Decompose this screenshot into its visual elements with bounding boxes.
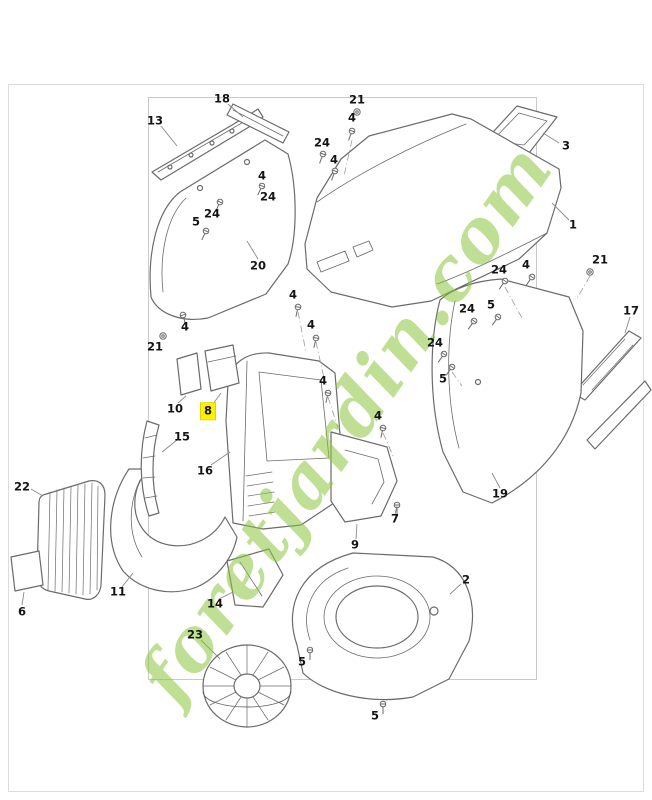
part-label-15: 15 — [173, 429, 191, 444]
part-label-4: 4 — [318, 373, 328, 388]
part-label-24: 24 — [203, 206, 221, 221]
part-label-6: 6 — [17, 604, 27, 619]
part-label-24: 24 — [458, 301, 476, 316]
part-8-pad — [204, 344, 240, 392]
part-15-trim-strip — [140, 420, 160, 517]
part-label-4: 4 — [347, 110, 357, 125]
part-label-22: 22 — [13, 479, 31, 494]
part-label-21: 21 — [348, 92, 366, 107]
part-label-7: 7 — [390, 511, 400, 526]
part-label-14: 14 — [206, 596, 224, 611]
part-9-bracket — [330, 431, 398, 523]
part-label-3: 3 — [561, 138, 571, 153]
part-1-hood — [304, 113, 562, 308]
part-label-17: 17 — [622, 303, 640, 318]
part-14-cover — [226, 548, 284, 608]
part-label-21: 21 — [591, 252, 609, 267]
part-label-5: 5 — [191, 214, 201, 229]
part-label-23: 23 — [186, 627, 204, 642]
part-label-1: 1 — [568, 217, 578, 232]
part-label-21: 21 — [146, 339, 164, 354]
part-17-strips — [572, 330, 652, 450]
part-label-13: 13 — [146, 113, 164, 128]
part-2-rear-housing — [291, 552, 473, 701]
part-label-4: 4 — [373, 408, 383, 423]
part-label-20: 20 — [249, 258, 267, 273]
part-23-fan — [202, 644, 292, 728]
part-label-5: 5 — [438, 371, 448, 386]
parts-group — [10, 103, 652, 728]
part-label-4: 4 — [329, 152, 339, 167]
part-label-4: 4 — [521, 257, 531, 272]
part-label-18: 18 — [213, 91, 231, 106]
part-label-4: 4 — [306, 317, 316, 332]
part-label-19: 19 — [491, 486, 509, 501]
part-label-24: 24 — [259, 189, 277, 204]
part-11-fender — [110, 468, 238, 593]
part-18-strip — [226, 103, 290, 144]
leader-lines — [21, 103, 631, 660]
part-20-side-panel — [149, 139, 296, 320]
part-label-9: 9 — [350, 537, 360, 552]
part-label-2: 2 — [461, 572, 471, 587]
part-label-4: 4 — [180, 319, 190, 334]
part-22-grille — [36, 480, 106, 600]
part-label-16: 16 — [196, 463, 214, 478]
part-label-4: 4 — [288, 287, 298, 302]
part-label-24: 24 — [313, 135, 331, 150]
part-label-11: 11 — [109, 584, 127, 599]
part-label-5: 5 — [370, 708, 380, 723]
assembly-lines — [297, 139, 591, 459]
part-10-pad — [176, 352, 202, 396]
part-label-24: 24 — [426, 335, 444, 350]
part-label-4: 4 — [257, 168, 267, 183]
part-label-10: 10 — [166, 401, 184, 416]
part-label-8: 8 — [199, 402, 217, 420]
part-label-5: 5 — [486, 297, 496, 312]
part-label-24: 24 — [490, 262, 508, 277]
part-6-plate — [10, 550, 44, 592]
part-label-5: 5 — [297, 654, 307, 669]
